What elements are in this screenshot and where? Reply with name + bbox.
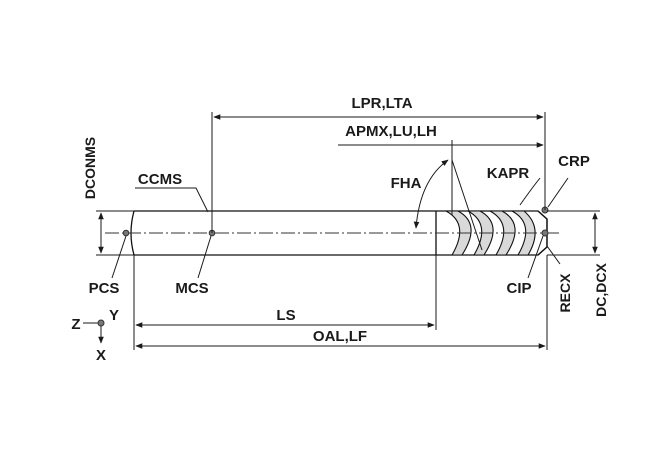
crp-label: CRP [558, 153, 590, 170]
mcs-label: MCS [175, 280, 208, 297]
apmx-label: APMX,LU,LH [345, 123, 437, 140]
pcs-leader [111, 235, 127, 279]
axis-indicator [83, 319, 105, 344]
cip-label: CIP [506, 280, 531, 297]
oal-label: OAL,LF [313, 328, 367, 345]
fha-label: FHA [391, 175, 422, 192]
mcs-leader [197, 235, 212, 279]
dc-label: DC,DCX [593, 263, 609, 317]
axis-z-label: Z [71, 316, 80, 333]
cip-point [541, 229, 549, 237]
pcs-label: PCS [89, 280, 120, 297]
fha-arc [413, 159, 449, 229]
pcs-point [122, 229, 130, 237]
axis-y-label: Y [109, 307, 119, 324]
recx-leader [546, 245, 561, 265]
dconms-label: DCONMS [82, 137, 98, 199]
lpr-label: LPR,LTA [351, 95, 412, 112]
crp-leader [547, 177, 569, 208]
cip-leader [527, 235, 544, 279]
ccms-leader [135, 187, 209, 213]
kapr-leader [519, 177, 541, 206]
kapr-label: KAPR [487, 165, 530, 182]
ccms-label: CCMS [138, 171, 182, 188]
axis-x-label: X [96, 347, 106, 364]
recx-label: RECX [557, 273, 573, 313]
ls-label: LS [276, 307, 295, 324]
